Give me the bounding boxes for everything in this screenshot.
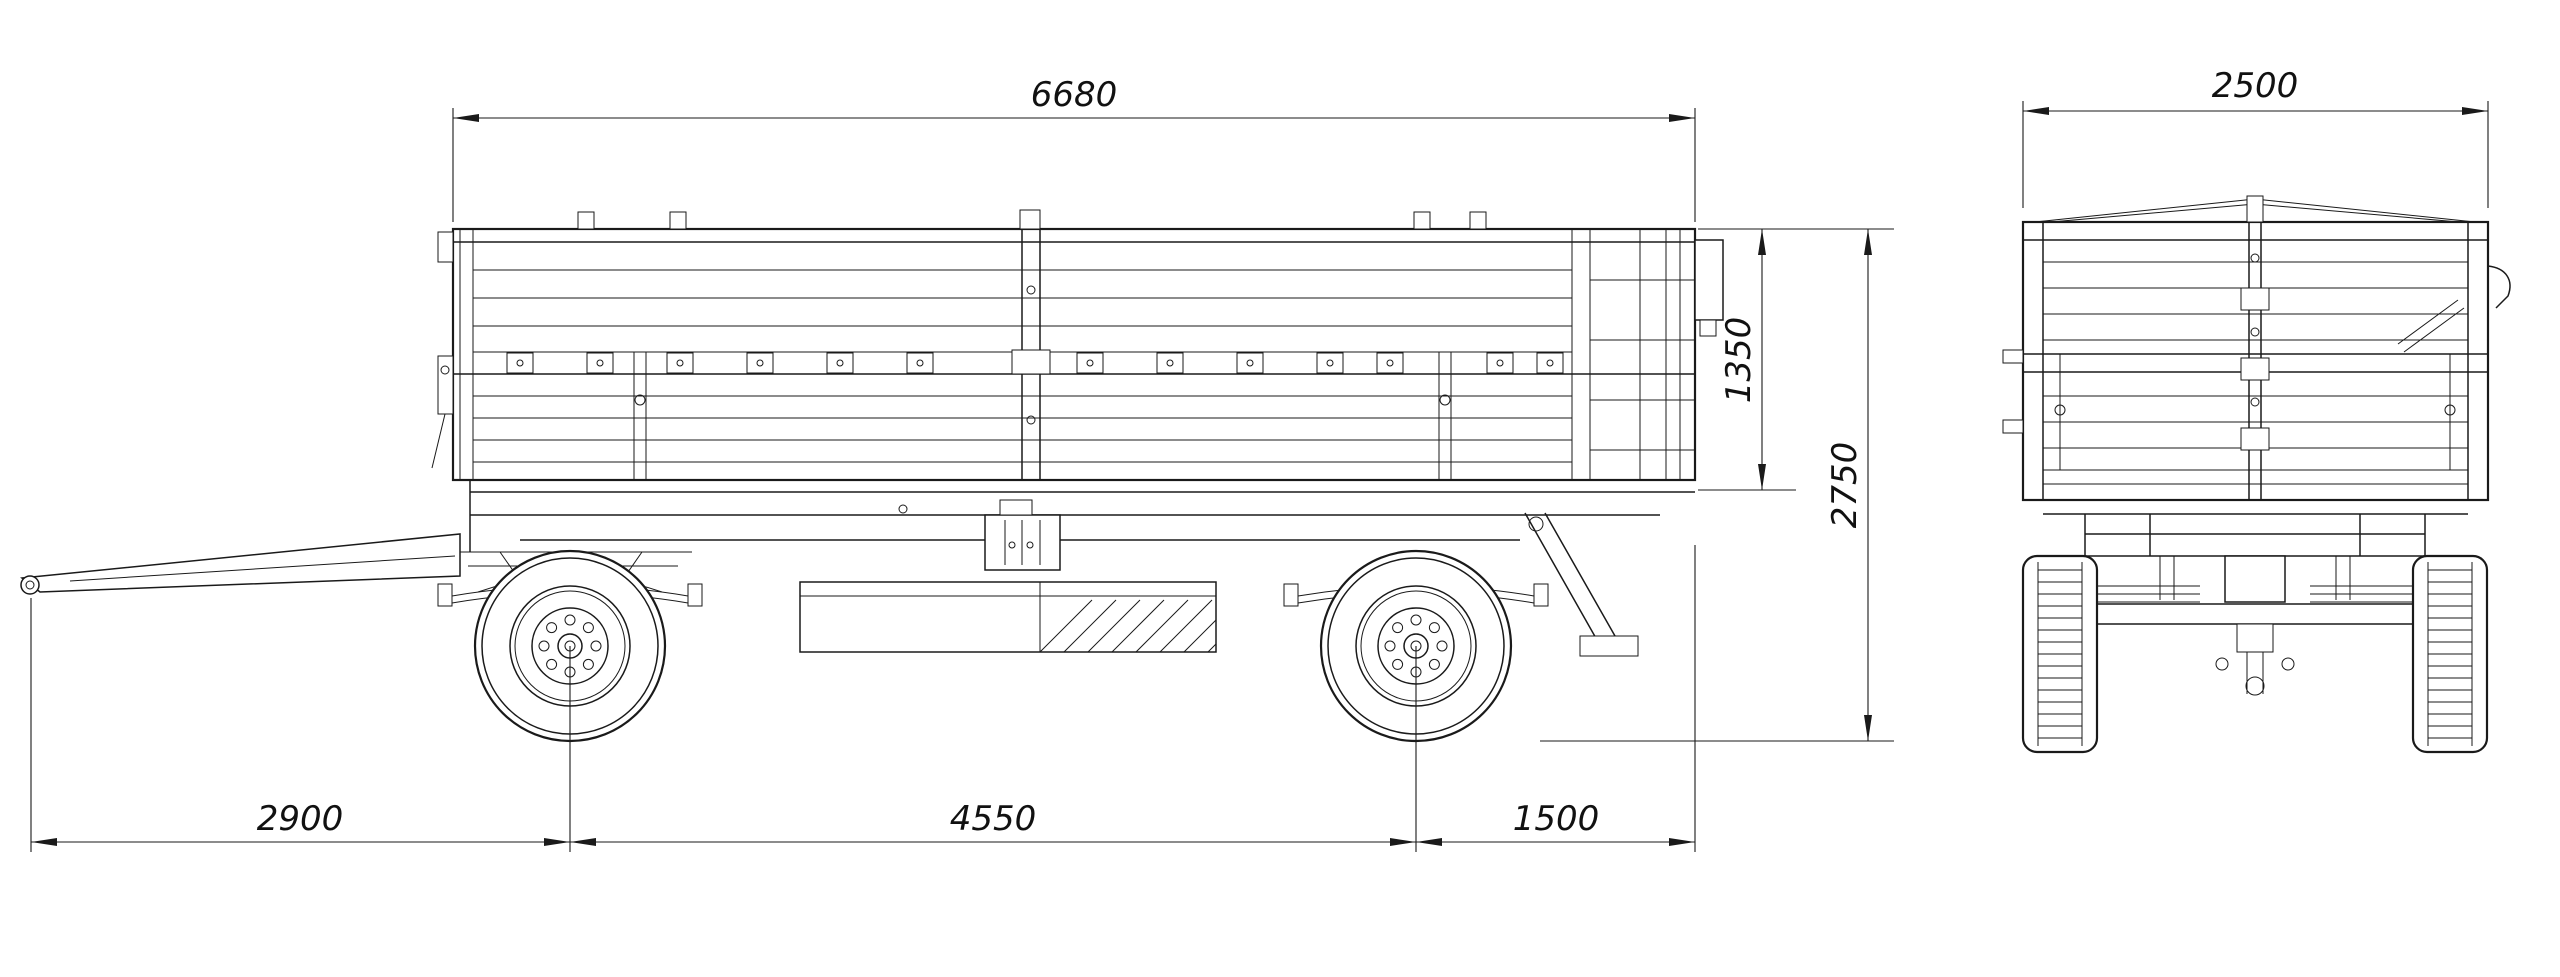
dimension-drawbar: 2900: [30, 598, 571, 852]
dimension-overall-width: 2500: [2022, 66, 2489, 208]
dim-label-drawbar: 2900: [257, 799, 344, 839]
dim-label-overall-width: 2500: [2212, 66, 2299, 106]
dimension-body-height: 1350: [1698, 228, 1894, 491]
rear-wheel-left: [2021, 554, 2099, 754]
dimension-rear-overhang: 1500: [1416, 545, 1696, 852]
dimension-wheelbase: 4550: [570, 646, 1417, 852]
side-platform: [799, 581, 1217, 653]
rear-underframe: [2043, 513, 2468, 696]
dim-label-overall-height: 2750: [1825, 442, 1865, 529]
rear-view: [2002, 195, 2511, 754]
side-chassis: [437, 480, 1695, 657]
side-drawbar: [20, 533, 461, 595]
dimension-overall-length: 6680: [452, 75, 1696, 222]
dim-label-overall-length: 6680: [1031, 75, 1118, 115]
dim-label-body-height: 1350: [1719, 317, 1759, 404]
dim-label-wheelbase: 4550: [950, 799, 1037, 839]
side-body: [431, 209, 1724, 482]
side-view: [20, 209, 1724, 743]
rear-wheel-right: [2411, 554, 2489, 754]
dim-label-rear-overhang: 1500: [1513, 799, 1600, 839]
dimension-overall-height: 2750: [1540, 229, 1894, 742]
rear-body: [2002, 195, 2511, 502]
